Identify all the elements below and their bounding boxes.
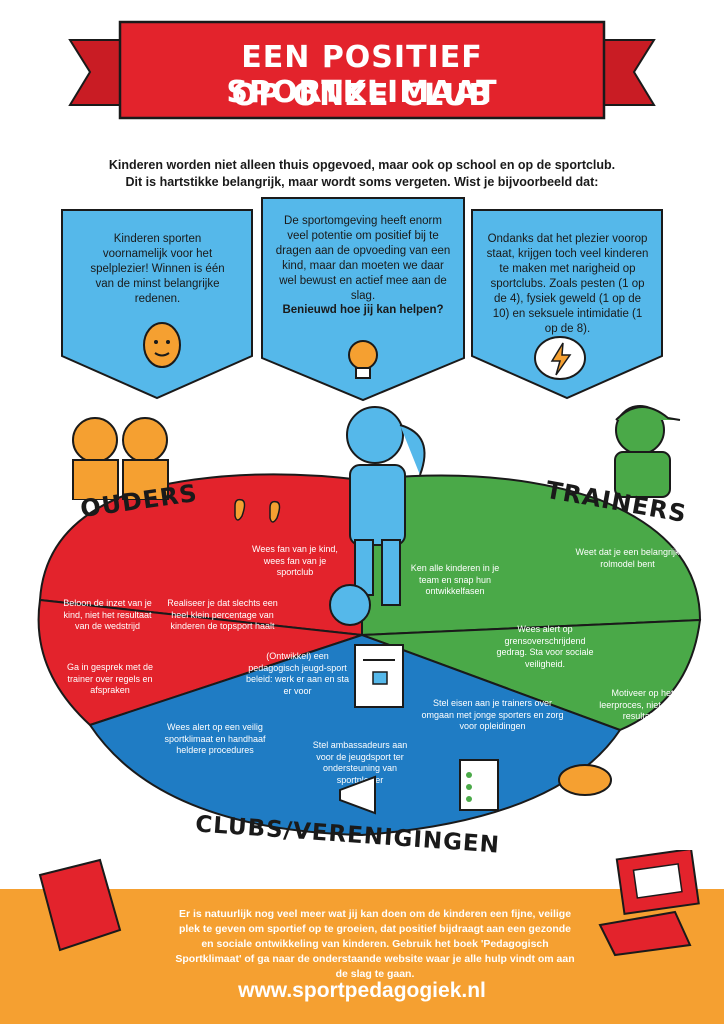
tip-clubs-1: (Ontwikkel) een pedagogisch jeugd-sport … — [245, 651, 350, 696]
tip-trainers-4: Motiveer op het leerproces, niet op de r… — [599, 688, 686, 721]
title-banner — [68, 20, 656, 120]
tip-ouders-1: Wees fan van je kind, wees fan van je sp… — [252, 544, 338, 577]
lightbulb-icon — [348, 340, 378, 379]
tip-trainers-1: Weet dat je een belangrijk rolmodel bent — [575, 547, 680, 569]
intro-line-2: Dit is hartstikke belangrijk, maar wordt… — [125, 175, 599, 189]
book-icon — [38, 858, 122, 952]
footer-text: Er is natuurlijk nog veel meer wat jij k… — [175, 908, 575, 980]
child-face-icon — [143, 322, 181, 368]
tip-trainers-2: Ken alle kinderen in je team en snap hun… — [410, 563, 500, 596]
title-line-1: EEN POSITIEF SPORTKLIMAAT — [226, 40, 498, 110]
fact-box-1: Kinderen sporten voornamelijk voor het s… — [90, 233, 225, 305]
title-line-2: OP ONZE CLUB — [231, 78, 493, 113]
trainer-illustration — [614, 405, 681, 498]
megaphone-icon — [339, 775, 376, 815]
clipboard-icon — [354, 644, 404, 708]
tip-clubs-4: Stel ambassadeurs aan voor de jeugdsport… — [312, 740, 408, 785]
tip-ouders-3: Beloon de inzet van je kind, niet het re… — [63, 598, 152, 631]
football-icon — [558, 764, 612, 796]
tip-clubs-3: Stel eisen aan je trainers over omgaan m… — [421, 698, 564, 731]
sports-wheel — [37, 473, 702, 837]
fact-box-2: De sportomgeving heeft enorm veel potent… — [275, 215, 451, 302]
tip-ouders-4: Ga in gesprek met de trainer over regels… — [66, 662, 154, 695]
laptop-icon — [598, 850, 700, 957]
lightning-bubble-icon — [534, 336, 586, 380]
fact-boxes — [61, 197, 663, 402]
fact-box-2-cta: Benieuwd hoe jij kan helpen? — [282, 304, 444, 316]
intro-text: Kinderen worden niet alleen thuis opgevo… — [40, 157, 684, 191]
fact-box-3: Ondanks dat het plezier voorop staat, kr… — [486, 233, 649, 335]
parents-illustration — [72, 417, 169, 500]
intro-line-1: Kinderen worden niet alleen thuis opgevo… — [108, 158, 616, 172]
tip-trainers-3: Wees alert op grensoverschrijdend gedrag… — [496, 624, 594, 669]
girl-athlete-illustration — [329, 406, 426, 626]
checklist-icon — [459, 759, 499, 811]
heart-icon — [234, 498, 281, 523]
tip-ouders-2: Realiseer je dat slechts een heel klein … — [167, 598, 278, 631]
website-link[interactable]: www.sportpedagogiek.nl — [238, 979, 486, 1002]
tip-clubs-2: Wees alert op een veilig sportklimaat en… — [164, 722, 266, 755]
footer-band — [0, 889, 724, 1024]
